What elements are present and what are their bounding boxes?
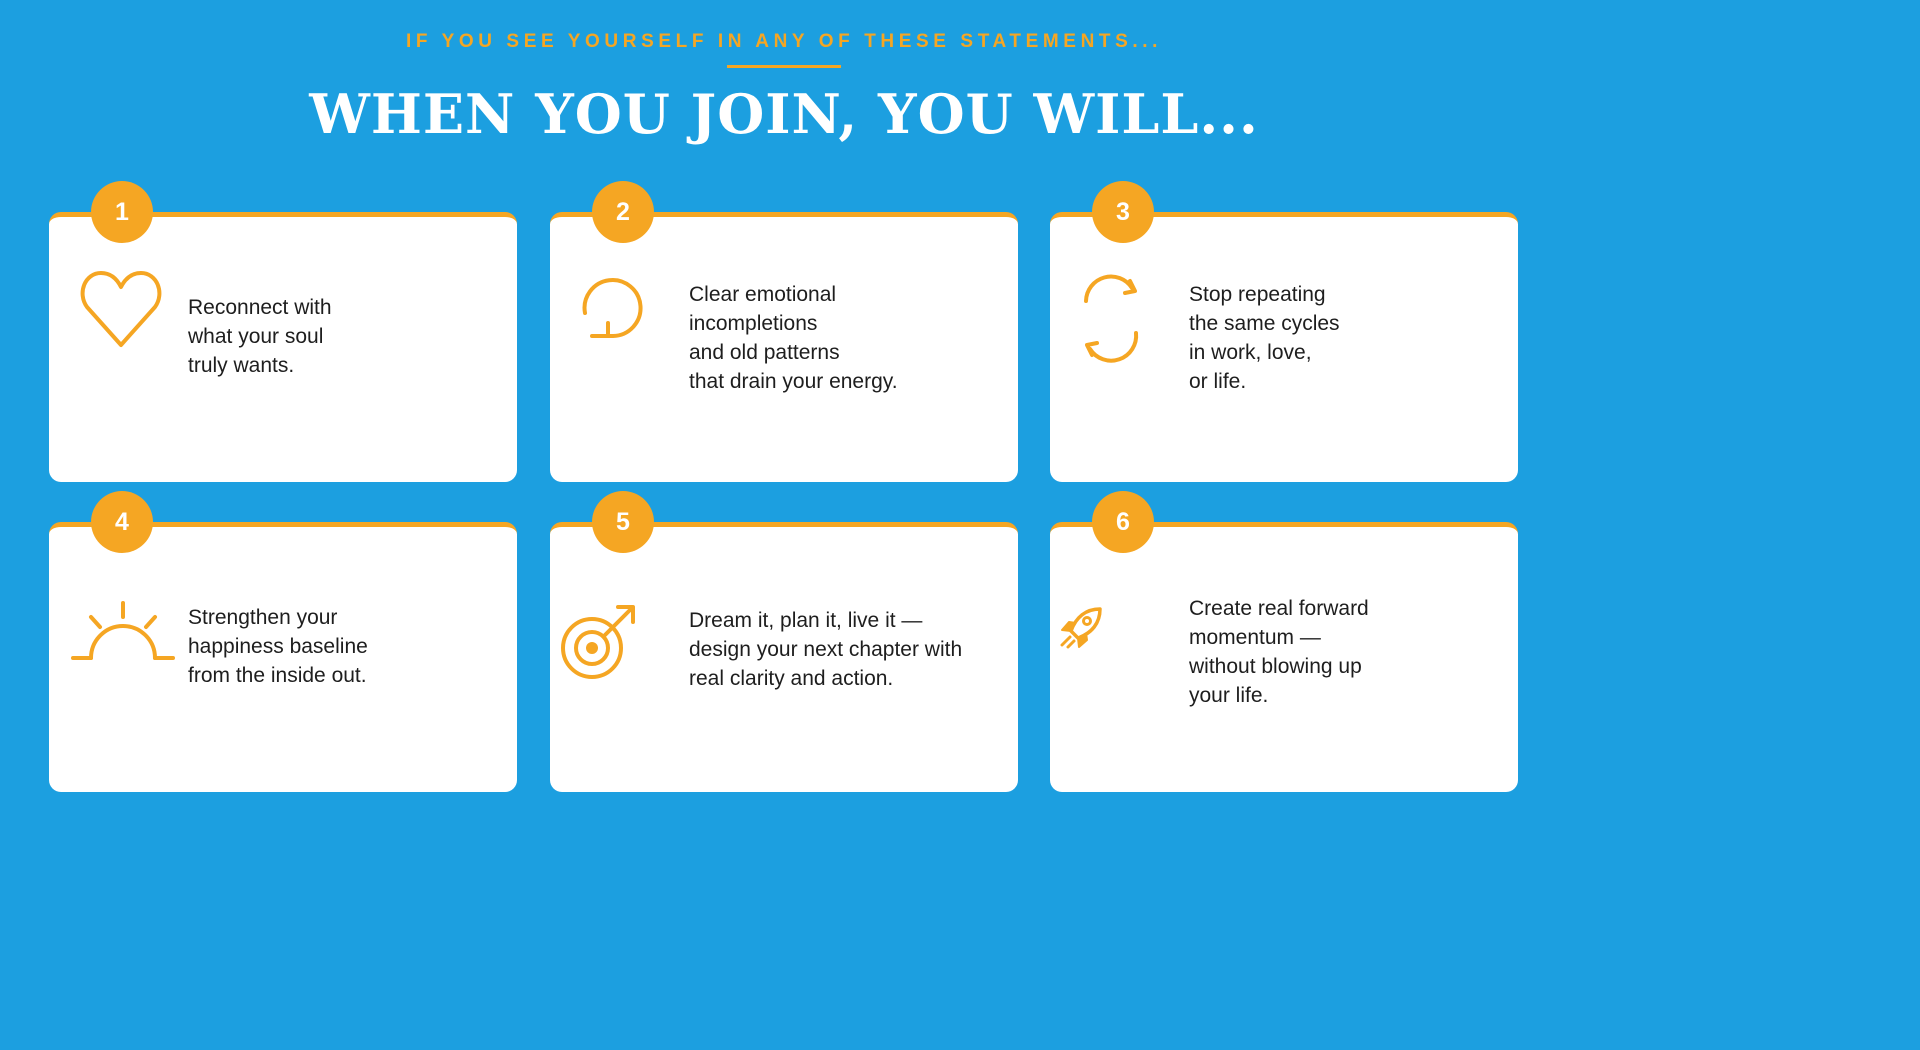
card-text: Stop repeating the same cycles in work, … (1189, 283, 1340, 393)
card-number-badge: 2 (592, 181, 654, 243)
card-text: Dream it, plan it, live it — design your… (689, 609, 963, 690)
card-number-badge: 3 (1092, 181, 1154, 243)
benefit-card-3: 3 Stop repeating the same cycles in work… (1050, 181, 1518, 482)
card-text: Clear emotional incompletions and old pa… (689, 283, 898, 393)
target-arrow-icon (561, 605, 635, 679)
benefit-card-5: 5 Dream it, plan it, live it — design yo… (550, 491, 1018, 792)
release-circle-icon (582, 278, 643, 338)
card-number-badge: 6 (1092, 491, 1154, 553)
card-text: Create real forward momentum — without b… (1189, 597, 1369, 707)
card-number-badge: 5 (592, 491, 654, 553)
eyebrow-text: IF YOU SEE YOURSELF IN ANY OF THESE STAT… (405, 31, 1163, 52)
card-text: Strengthen your happiness baseline from … (188, 606, 368, 687)
card-number-badge: 4 (91, 491, 153, 553)
rocket-icon (1060, 607, 1102, 649)
benefit-card-2: 2 Clear emotional incompletions and old … (550, 181, 1018, 482)
benefit-card-6: 6 Create real forward momentum — without… (1050, 491, 1518, 792)
heart-icon (80, 271, 162, 347)
card-number-badge: 1 (91, 181, 153, 243)
cycle-arrows-icon (1084, 274, 1139, 363)
page-title: WHEN YOU JOIN, YOU WILL... (309, 82, 1259, 146)
card-text: Reconnect with what your soul truly want… (188, 296, 332, 377)
benefit-card-1: 1 Reconnect with what your soul truly wa… (49, 181, 517, 482)
sunrise-icon (71, 601, 175, 660)
benefit-card-4: 4 Strengthen your happiness baseline fro… (49, 491, 517, 792)
header-divider (727, 65, 841, 68)
